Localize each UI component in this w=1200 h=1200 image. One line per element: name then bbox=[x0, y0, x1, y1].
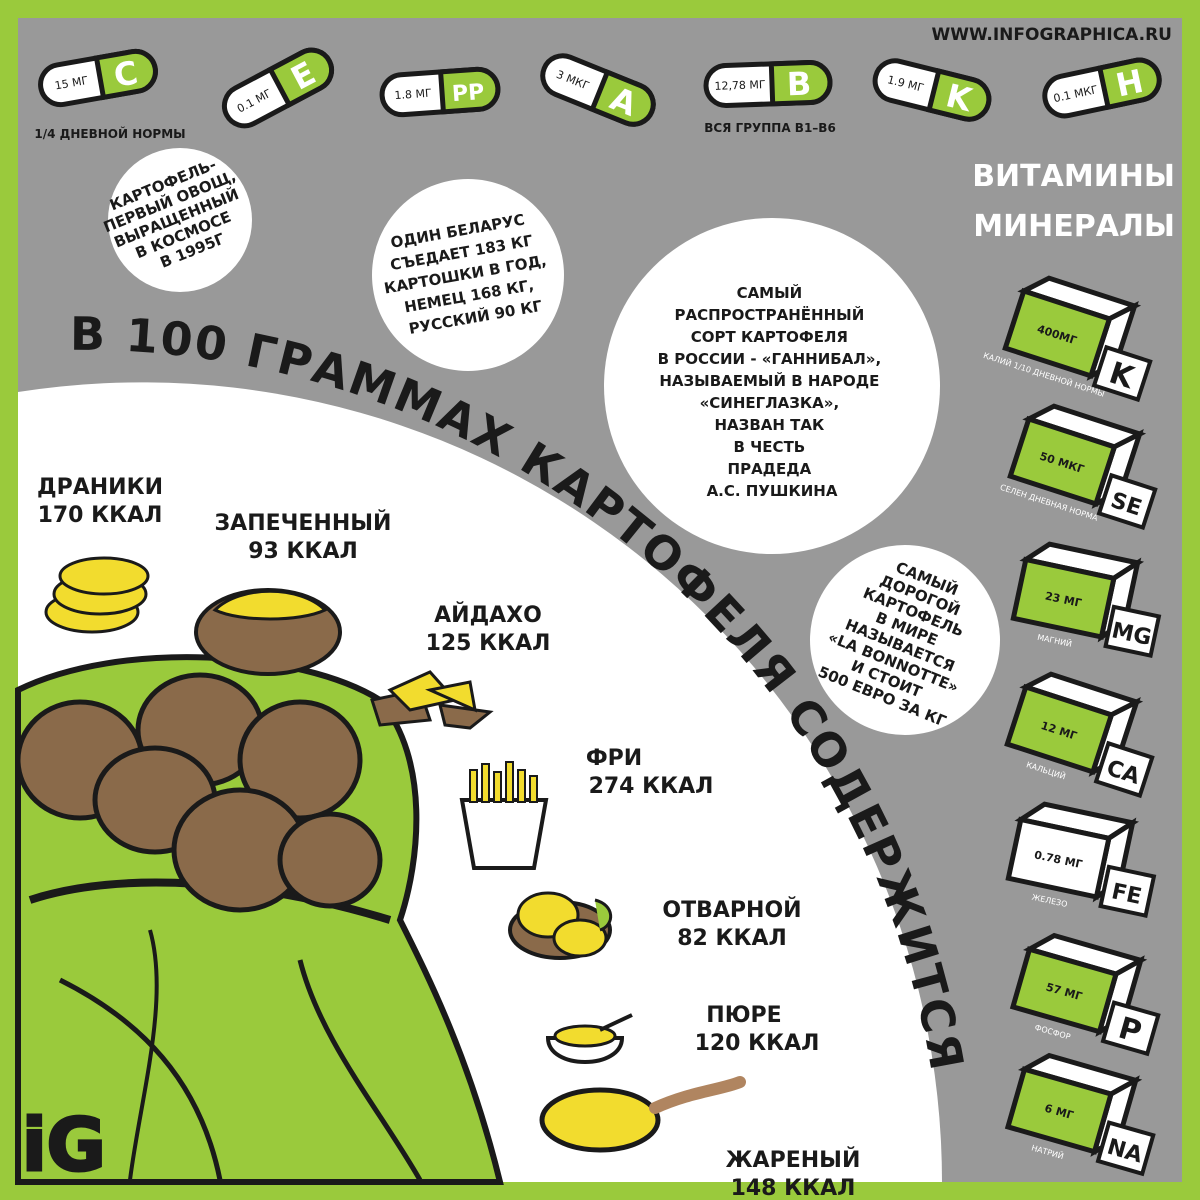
dish-kcal: 82 ККАЛ bbox=[677, 926, 787, 951]
logo: iG bbox=[22, 1103, 106, 1187]
potato-sack-illustration bbox=[15, 654, 504, 1185]
dish-kcal: 120 ККАЛ bbox=[695, 1031, 820, 1056]
mineral-bar-fe: 0.78 МГ FE ЖЕЛЕЗО bbox=[1005, 801, 1157, 918]
dish-name: АЙДАХО bbox=[434, 602, 542, 628]
dish-fried: ЖАРЕНЫЙ 148 ККАЛ bbox=[726, 1147, 861, 1200]
dish-kcal: 125 ККАЛ bbox=[426, 631, 551, 656]
dish-kcal: 274 ККАЛ bbox=[589, 774, 714, 799]
fact-line: В ЧЕСТЬ bbox=[734, 438, 806, 456]
vitamin-caption: ВСЯ ГРУППА B1–B6 bbox=[704, 121, 836, 135]
dish-kcal: 148 ККАЛ bbox=[731, 1176, 856, 1200]
vitamin-letter: B bbox=[786, 65, 812, 104]
fact-line: «СИНЕГЛАЗКА», bbox=[700, 394, 840, 412]
vitamin-dose: 12,78 МГ bbox=[714, 78, 766, 93]
fact-line: В РОССИИ - «ГАННИБАЛ», bbox=[658, 350, 882, 368]
fact-circle-sineglazka: САМЫЙ РАСПРОСТРАНЁННЫЙ СОРТ КАРТОФЕЛЯ В … bbox=[604, 218, 940, 554]
site-url[interactable]: WWW.INFOGRAPHICA.RU bbox=[932, 25, 1172, 45]
vitamin-dose: 15 МГ bbox=[54, 74, 90, 93]
fact-line: СОРТ КАРТОФЕЛЯ bbox=[691, 328, 848, 346]
section-title-vitamins: ВИТАМИНЫ bbox=[972, 159, 1175, 194]
fact-line: А.С. ПУШКИНА bbox=[707, 482, 838, 500]
vitamin-pill-a: 3 МКГ A bbox=[540, 53, 656, 127]
dish-name: ДРАНИКИ bbox=[37, 475, 163, 500]
dish-draniki: ДРАНИКИ 170 ККАЛ bbox=[37, 475, 163, 528]
draniki-icon bbox=[44, 556, 150, 634]
baked-potato-icon bbox=[194, 588, 342, 676]
mineral-bar-ca: 12 МГ CA КАЛЬЦИЙ bbox=[1004, 671, 1155, 799]
mineral-bar-k: 400МГ K КАЛИЙ 1/10 ДНЕВНОЙ НОРМЫ bbox=[982, 275, 1153, 403]
vitamin-pill-pp: 1.8 МГ PP bbox=[379, 66, 501, 118]
dish-idaho: АЙДАХО 125 ККАЛ bbox=[426, 602, 551, 656]
vitamin-pill-h: 0.1 МКГ H bbox=[1042, 57, 1162, 119]
fact-line: РАСПРОСТРАНЁННЫЙ bbox=[675, 305, 865, 324]
dish-name: ОТВАРНОЙ bbox=[662, 897, 801, 923]
vitamin-pill-k: 1.9 МГ K bbox=[872, 58, 992, 122]
dish-fries: ФРИ 274 ККАЛ bbox=[586, 746, 714, 799]
fact-circle-space: КАРТОФЕЛЬ- ПЕРВЫЙ ОВОЩ, ВЫРАЩЕННЫЙ В КОС… bbox=[101, 148, 252, 292]
fact-text: САМЫЙ РАСПРОСТРАНЁННЫЙ СОРТ КАРТОФЕЛЯ В … bbox=[658, 283, 887, 500]
dish-name: ФРИ bbox=[586, 746, 642, 771]
mineral-symbol: FE bbox=[1109, 879, 1144, 910]
dish-kcal: 93 ККАЛ bbox=[248, 539, 358, 564]
fact-circle-bonnotte: САМЫЙ ДОРОГОЙ КАРТОФЕЛЬ В МИРЕ НАЗЫВАЕТС… bbox=[810, 545, 1000, 735]
mineral-bars: 400МГ K КАЛИЙ 1/10 ДНЕВНОЙ НОРМЫ 50 МКГ … bbox=[982, 275, 1162, 1177]
fact-circle-consumption: ОДИН БЕЛАРУС СЪЕДАЕТ 183 КГ КАРТОШКИ В Г… bbox=[372, 179, 564, 371]
mineral-bar-na: 6 МГ NA НАТРИЙ bbox=[1004, 1052, 1156, 1177]
dish-puree: ПЮРЕ 120 ККАЛ bbox=[695, 1003, 820, 1056]
fact-line: ПРАДЕДА bbox=[728, 460, 812, 478]
puree-bowl-icon bbox=[545, 1013, 633, 1064]
dish-baked: ЗАПЕЧЕННЫЙ 93 ККАЛ bbox=[215, 510, 392, 564]
fact-line: НАЗЫВАЕМЫЙ В НАРОДЕ bbox=[659, 371, 879, 390]
dish-name: ПЮРЕ bbox=[706, 1003, 781, 1028]
vitamin-dose: 1.8 МГ bbox=[394, 87, 432, 103]
dish-name: ЖАРЕНЫЙ bbox=[726, 1147, 861, 1173]
boiled-potato-icon bbox=[508, 891, 613, 960]
vitamin-pills: 15 МГ C 1/4 ДНЕВНОЙ НОРМЫ 0.1 МГ E 1.8 М… bbox=[34, 47, 1162, 141]
fact-line: САМЫЙ bbox=[737, 283, 803, 302]
dish-name: ЗАПЕЧЕННЫЙ bbox=[215, 510, 392, 536]
idaho-wedges-icon bbox=[370, 670, 494, 730]
mineral-bar-mg: 23 МГ MG МАГНИЙ bbox=[1010, 541, 1162, 658]
frying-pan-icon bbox=[539, 1076, 746, 1153]
vitamin-pill-c: 15 МГ C bbox=[38, 48, 158, 108]
dish-kcal: 170 ККАЛ bbox=[38, 503, 163, 528]
vitamin-pill-e: 0.1 МГ E bbox=[221, 47, 335, 129]
vitamin-pill-b: 12,78 МГ B bbox=[703, 60, 833, 108]
potato-icon bbox=[15, 672, 383, 913]
vitamin-letter: PP bbox=[451, 80, 485, 107]
vitamin-caption: 1/4 ДНЕВНОЙ НОРМЫ bbox=[34, 126, 185, 141]
fact-line: НАЗВАН ТАК bbox=[715, 416, 825, 434]
mineral-bar-p: 57 МГ P ФОСФОР bbox=[1009, 932, 1161, 1057]
fries-icon bbox=[459, 761, 549, 870]
section-title-minerals: МИНЕРАЛЫ bbox=[973, 209, 1175, 244]
mineral-bar-se: 50 МКГ SE СЕЛЕН ДНЕВНАЯ НОРМА bbox=[999, 403, 1158, 531]
dish-boiled: ОТВАРНОЙ 82 ККАЛ bbox=[662, 897, 801, 951]
